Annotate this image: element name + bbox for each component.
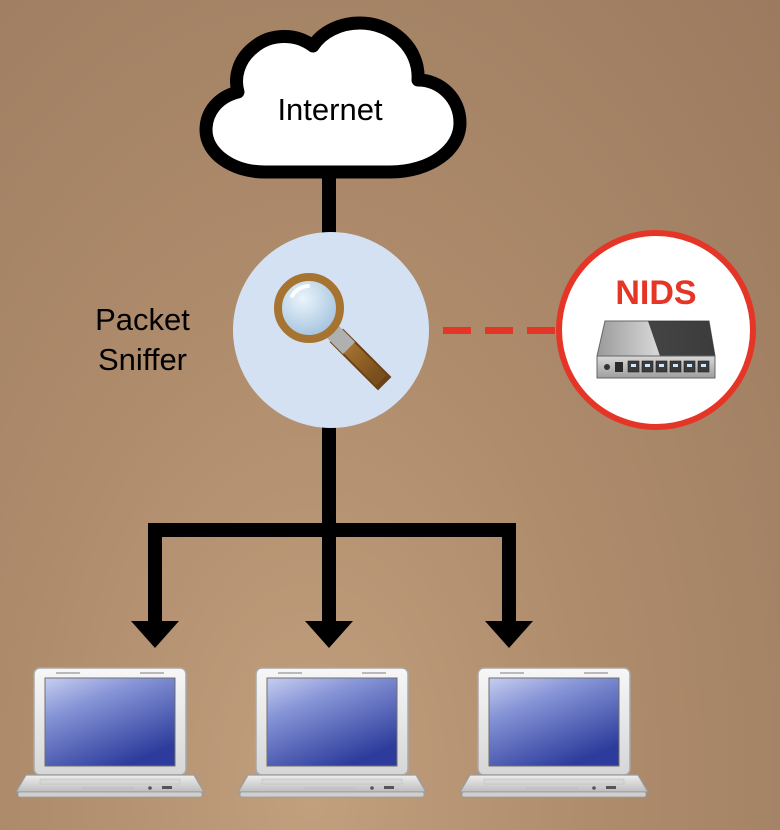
magnifying-glass-icon [274,273,392,391]
sniffer-to-hub-link [322,425,336,537]
network-switch-icon [596,320,716,379]
internet-label: Internet [277,92,383,127]
laptop-icon [459,667,649,798]
packet-sniffer-label-line1: Packet [95,302,190,337]
branch-right [502,523,516,623]
arrow-middle [305,621,353,648]
internet-to-sniffer-link [322,170,336,245]
nids-dashed-link [443,327,555,334]
packet-sniffer-label-line2: Sniffer [97,342,188,377]
laptop-icon [237,667,427,798]
packet-sniffer-label: Packet Sniffer [60,300,225,380]
cloud-icon [199,16,467,179]
arrow-right [485,621,533,648]
hub-bus [148,523,516,537]
nids-label: NIDS [615,274,697,312]
branch-middle [322,537,336,623]
arrow-left [131,621,179,648]
laptop-icon [15,667,205,798]
branch-left [148,523,162,623]
